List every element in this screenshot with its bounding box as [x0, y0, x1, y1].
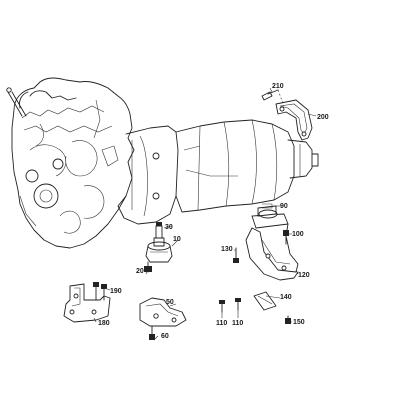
callout-180: 180 [98, 320, 110, 327]
part-10-engine-mount [145, 237, 173, 263]
part-110-bolt-right [235, 298, 241, 311]
part-210-bolt [261, 89, 285, 107]
part-120-crossmember-bracket [245, 223, 299, 281]
part-140-strap [253, 291, 277, 311]
callout-20: 20 [136, 268, 144, 275]
part-150-bolt [285, 315, 291, 324]
callout-50: 50 [166, 299, 174, 306]
callout-150: 150 [293, 319, 305, 326]
callout-210: 210 [272, 83, 284, 90]
callout-130: 130 [221, 246, 233, 253]
callout-labels: 10 20 30 50 60 90 100 110 110 120 130 14… [98, 83, 329, 340]
callout-140: 140 [280, 294, 292, 301]
callout-110-left: 110 [216, 320, 227, 327]
part-190-bolts [93, 282, 107, 301]
callout-120: 120 [298, 272, 310, 279]
engine-transmission-assembly [6, 77, 319, 249]
callout-90: 90 [280, 203, 288, 210]
callout-190: 190 [110, 288, 122, 295]
callout-10: 10 [173, 236, 181, 243]
part-100-bolt [283, 230, 289, 245]
part-60-bolt [149, 325, 155, 340]
part-180-bracket [63, 283, 111, 323]
callout-30: 30 [165, 224, 173, 231]
callout-110-right: 110 [232, 320, 243, 327]
callout-100: 100 [292, 231, 304, 238]
part-30-stud [155, 222, 163, 239]
callout-60: 60 [161, 333, 169, 340]
part-110-bolt-left [219, 300, 225, 313]
callout-200: 200 [317, 114, 329, 121]
part-130-bolt [233, 247, 239, 263]
part-50-bracket [139, 297, 187, 327]
part-200-bracket [275, 99, 313, 141]
leader-lines [93, 87, 317, 341]
